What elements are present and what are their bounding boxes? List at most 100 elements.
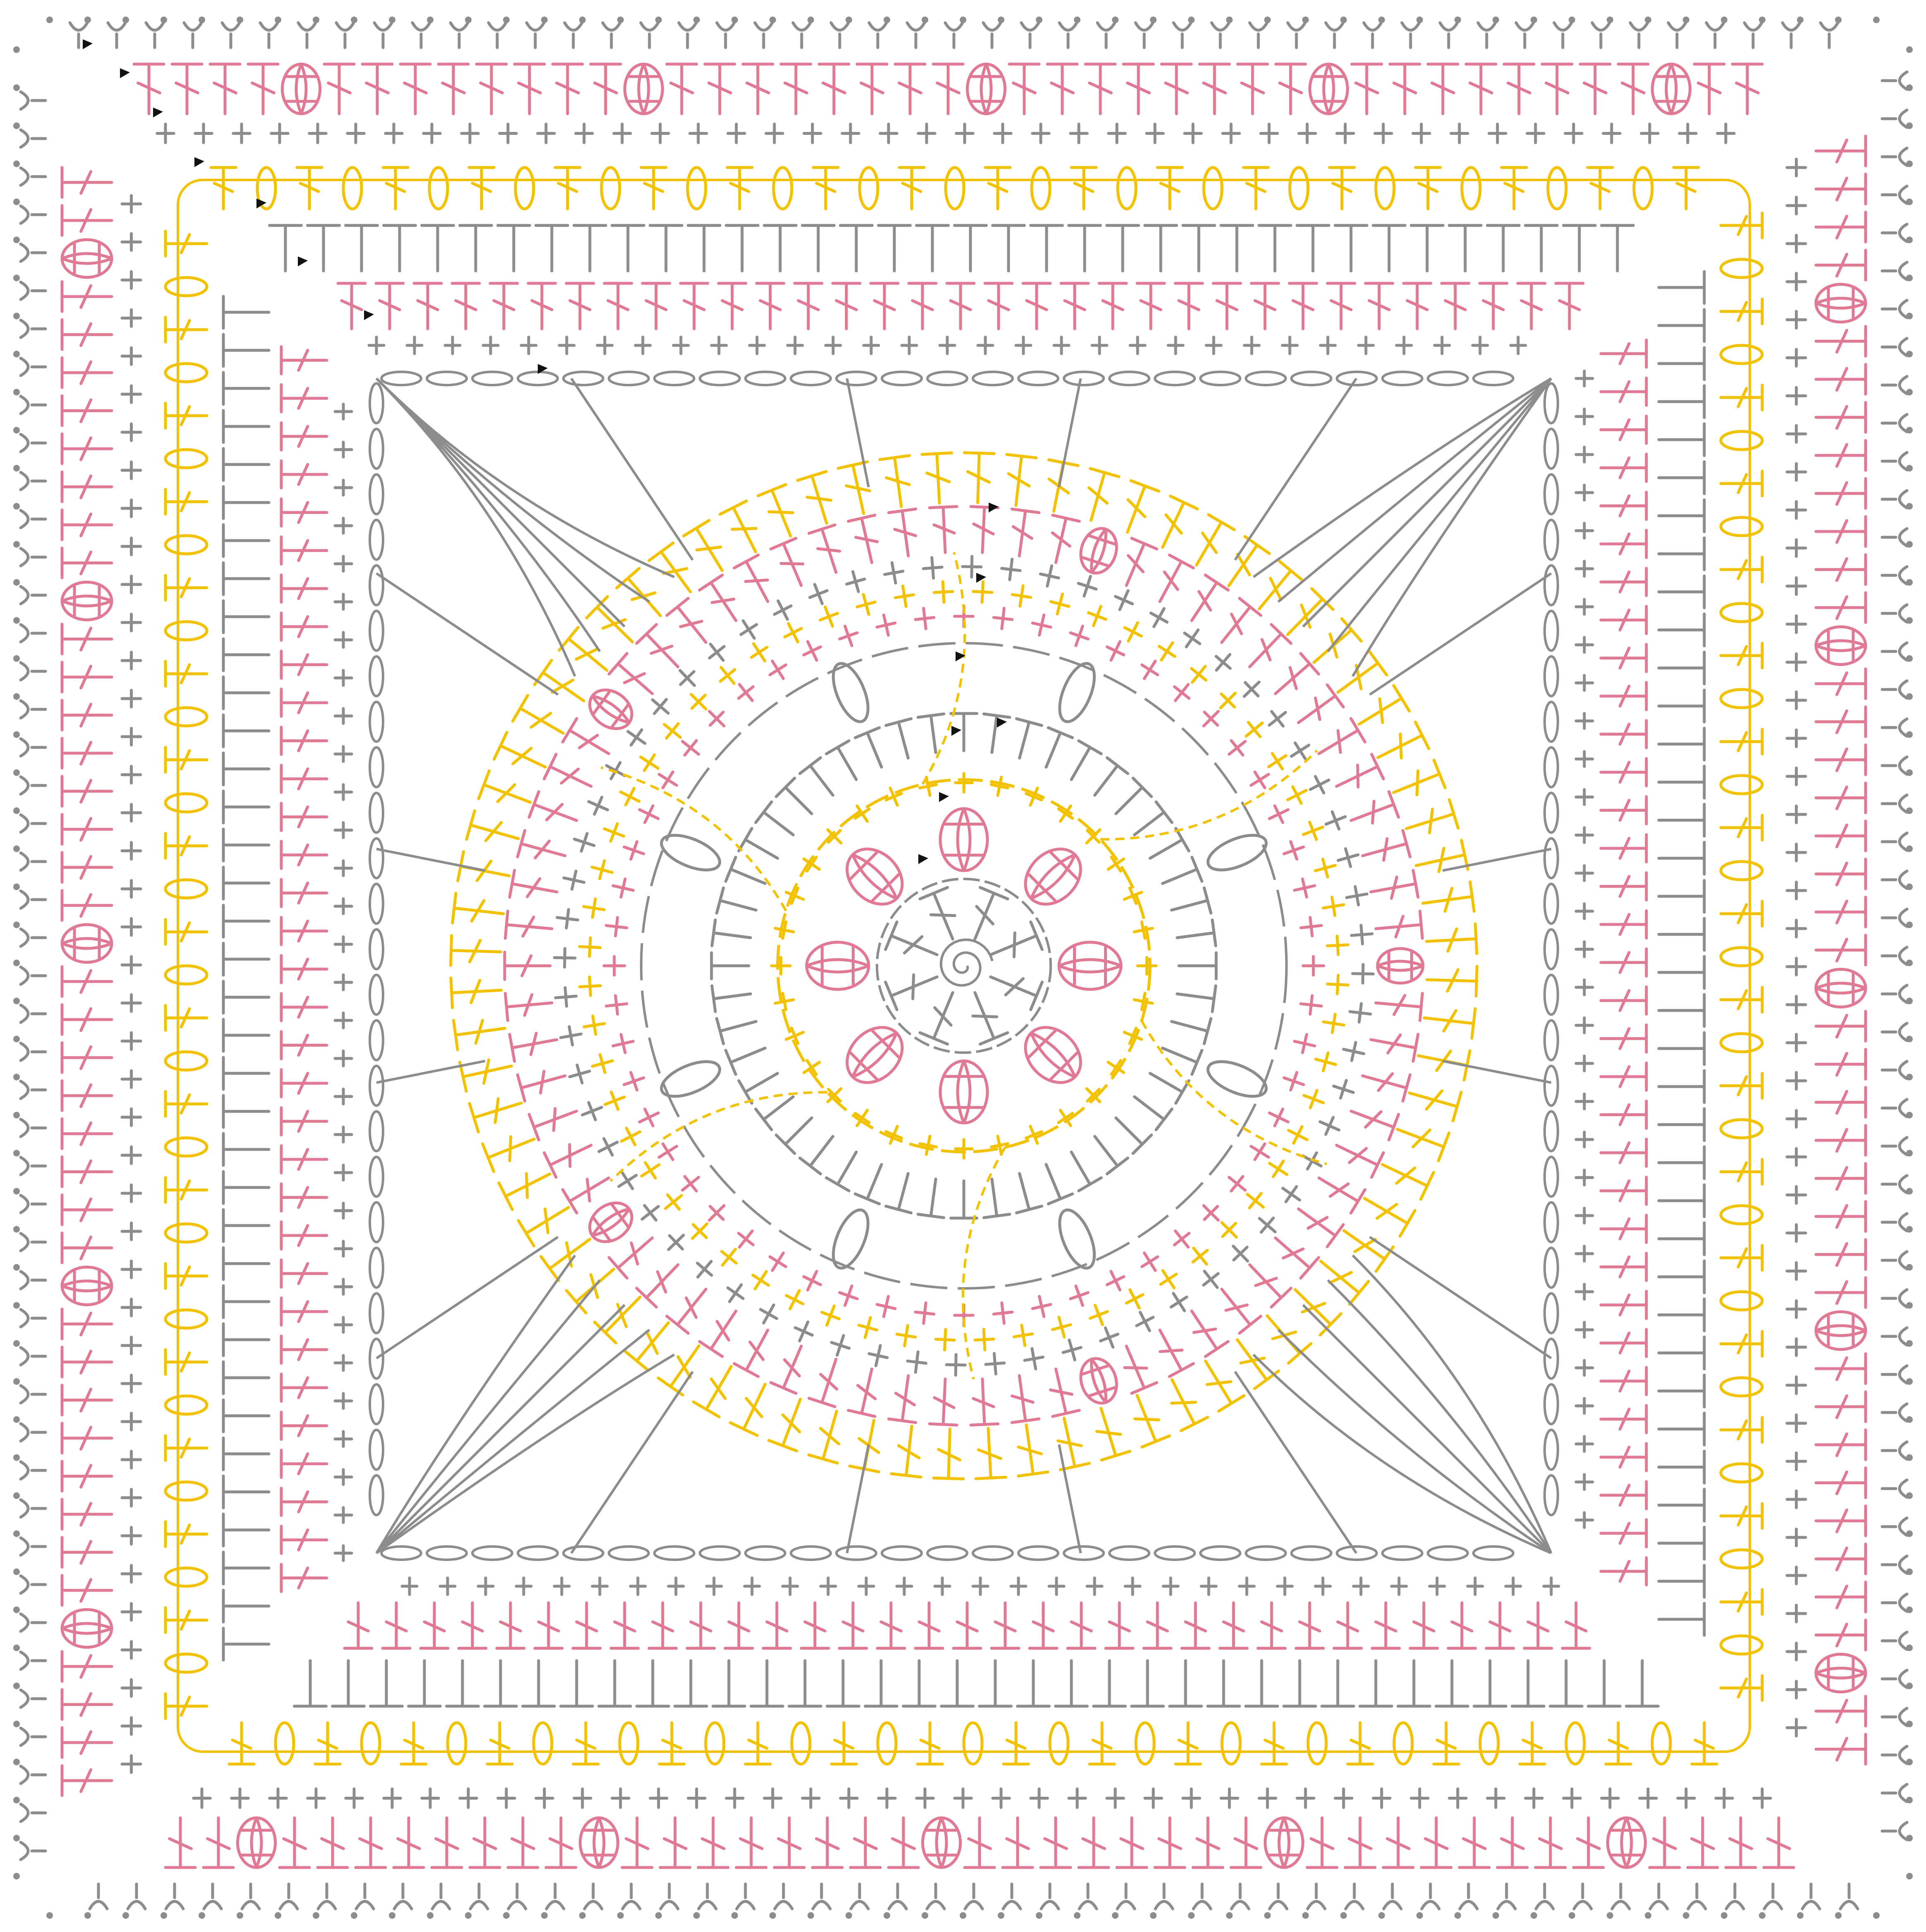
stitch-symbol <box>764 225 796 271</box>
stitch-symbol <box>335 823 352 838</box>
chain-stitch <box>370 565 383 605</box>
stitch-symbol <box>1601 1482 1646 1509</box>
stitch-symbol <box>819 64 849 114</box>
stitch-symbol <box>1375 124 1392 143</box>
stitch-symbol <box>1652 1723 1670 1764</box>
stitch-symbol <box>1592 23 1610 48</box>
stitch-symbol <box>122 272 141 289</box>
stitch-symbol <box>1602 225 1634 271</box>
stitch-symbol <box>737 1884 754 1909</box>
stitch-symbol <box>961 987 1008 1044</box>
slip-stitch-dot <box>13 731 20 738</box>
spoke-stitch <box>847 378 869 487</box>
stitch-symbol <box>62 1347 112 1377</box>
slip-stitch-dot <box>1797 17 1804 23</box>
stitch-symbol <box>62 1461 112 1491</box>
stitch-symbol <box>1109 124 1126 143</box>
stitch-symbol <box>1536 1884 1553 1909</box>
stitch-symbol <box>698 1818 728 1867</box>
stitch-symbol <box>1168 1225 1195 1253</box>
stitch-symbol <box>529 792 581 833</box>
slip-stitch-dot <box>1906 1492 1913 1499</box>
stitch-symbol <box>122 690 141 707</box>
stitch-symbol <box>383 168 408 209</box>
stitch-symbol <box>789 1661 821 1706</box>
stitch-symbol <box>1882 262 1907 280</box>
slip-stitch-dot <box>13 1492 20 1499</box>
slip-stitch-dot <box>1906 1568 1913 1575</box>
stitch-symbol <box>223 1134 269 1166</box>
stitch-symbol <box>1524 1603 1552 1648</box>
stitch-symbol <box>1284 1661 1316 1706</box>
round-7-sc <box>554 556 1373 1375</box>
slip-stitch-dot <box>1906 541 1913 548</box>
stitch-symbol <box>989 1135 1010 1156</box>
stitch-symbol <box>1157 168 1182 209</box>
stitch-symbol <box>1816 1696 1866 1726</box>
stitch-symbol <box>562 869 586 891</box>
stitch-symbol <box>1282 337 1297 354</box>
stitch-symbol <box>1154 638 1181 665</box>
bobble-stitch <box>62 924 112 962</box>
stitch-symbol <box>1721 385 1762 410</box>
stitch-symbol <box>1265 1156 1292 1183</box>
stitch-symbol <box>1882 1632 1907 1650</box>
stitch-symbol <box>1634 168 1652 209</box>
stitch-symbol <box>980 1661 1011 1706</box>
stitch-symbol <box>1816 1240 1866 1269</box>
stitch-symbol <box>165 231 207 256</box>
stitch-symbol <box>813 1884 830 1909</box>
stitch-symbol <box>1250 23 1267 48</box>
stitch-symbol <box>122 652 141 669</box>
stitch-symbol <box>1502 168 1526 209</box>
stitch-symbol <box>1041 1884 1059 1909</box>
slip-stitch-dot <box>1454 1912 1461 1919</box>
stitch-symbol <box>623 1884 640 1909</box>
stitch-symbol <box>362 64 392 114</box>
slip-stitch-dot <box>769 1912 776 1919</box>
stitch-symbol <box>1550 1661 1582 1706</box>
stitch-symbol <box>1787 844 1806 861</box>
stitch-symbol <box>1312 718 1365 765</box>
stitch-symbol <box>21 1804 46 1822</box>
stitch-symbol <box>281 575 327 602</box>
chain-stitch <box>563 372 603 385</box>
bobble-stitch <box>1816 969 1866 1007</box>
stitch-symbol <box>590 1052 615 1075</box>
slip-stitch-dot <box>960 17 966 23</box>
stitch-symbol <box>1007 1170 1042 1213</box>
stitch-symbol <box>1358 337 1373 354</box>
stitch-symbol <box>122 1071 141 1088</box>
stitch-symbol <box>223 563 269 595</box>
stitch-symbol <box>165 364 207 382</box>
stitch-symbol <box>1175 283 1203 329</box>
stitch-symbol <box>554 1578 569 1594</box>
stitch-symbol <box>281 727 327 754</box>
chain-stitch <box>745 372 785 385</box>
stitch-symbol <box>1816 1202 1866 1231</box>
stitch-symbol <box>450 936 501 967</box>
stitch-symbol <box>122 1489 141 1506</box>
stitch-symbol <box>662 1228 690 1256</box>
stitch-symbol <box>1562 1603 1590 1648</box>
bobble-stitch <box>1059 942 1121 989</box>
stitch-symbol <box>684 520 735 578</box>
stitch-symbol <box>1300 994 1322 1015</box>
bobble-stitch <box>1377 948 1423 983</box>
stitch-symbol <box>62 548 112 578</box>
chain-stitch <box>1155 1547 1195 1560</box>
slip-stitch-dot <box>13 427 20 433</box>
stitch-symbol <box>1721 517 1762 536</box>
stitch-symbol <box>667 1281 716 1333</box>
slip-stitch-dot <box>1378 1912 1385 1919</box>
stitch-symbol <box>978 337 993 354</box>
slip-stitch-dot <box>1492 1912 1499 1919</box>
stitch-symbol <box>637 625 688 676</box>
stitch-symbol <box>1816 1164 1866 1193</box>
stitch-symbol <box>1601 1101 1646 1128</box>
stitch-symbol <box>891 1424 927 1477</box>
slip-stitch-dot <box>389 17 395 23</box>
stitch-symbol <box>1882 452 1907 470</box>
stitch-symbol <box>1120 618 1146 645</box>
stitch-symbol <box>1618 64 1648 114</box>
